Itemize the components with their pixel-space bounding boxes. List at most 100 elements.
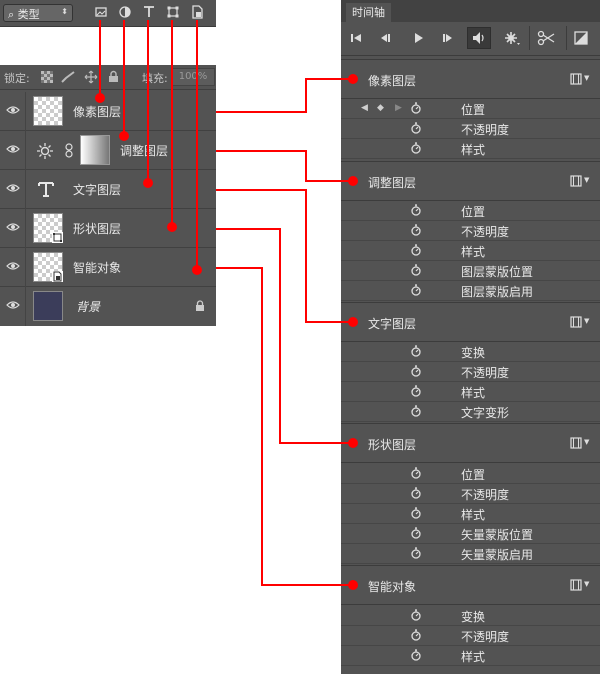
layers-panel: ⌕ 类型 ⬍ 锁定: 填充: 100% 像素图层 调整图层 文字 bbox=[0, 0, 216, 326]
stopwatch-icon[interactable] bbox=[410, 507, 422, 519]
pixel-filter-icon[interactable] bbox=[94, 5, 108, 19]
eye-icon[interactable] bbox=[6, 300, 20, 310]
annotation-dot bbox=[119, 131, 129, 141]
timeline-property-row[interactable]: 矢量蒙版启用 bbox=[341, 544, 600, 564]
property-name: 不透明度 bbox=[461, 488, 510, 502]
timeline-property-row[interactable]: 样式 bbox=[341, 504, 600, 524]
timeline-property-row[interactable]: 不透明度 bbox=[341, 484, 600, 504]
eye-icon[interactable] bbox=[6, 183, 20, 193]
scissors-icon[interactable] bbox=[537, 30, 557, 46]
annotation-dot bbox=[348, 317, 358, 327]
property-name: 样式 bbox=[461, 508, 486, 522]
eye-icon[interactable] bbox=[6, 105, 20, 115]
stopwatch-icon[interactable] bbox=[410, 224, 422, 236]
gear-icon[interactable] bbox=[503, 30, 521, 46]
timeline-tab[interactable]: 时间轴 bbox=[346, 3, 391, 22]
timeline-group-text[interactable]: 文字图层 ▼ bbox=[341, 302, 600, 342]
previous-frame-icon[interactable] bbox=[376, 30, 394, 46]
chain-link-icon[interactable] bbox=[65, 143, 73, 158]
stopwatch-icon[interactable] bbox=[410, 142, 422, 154]
eye-icon[interactable] bbox=[6, 222, 20, 232]
layer-row-pixel[interactable]: 像素图层 bbox=[0, 92, 216, 131]
dropdown-icon[interactable]: ▼ bbox=[584, 317, 590, 325]
transition-icon[interactable] bbox=[572, 30, 590, 46]
speaker-icon bbox=[473, 32, 484, 44]
previous-keyframe-icon[interactable]: ◀ bbox=[361, 103, 368, 113]
lock-transparent-icon[interactable] bbox=[41, 71, 53, 83]
stopwatch-icon[interactable] bbox=[410, 345, 422, 357]
timeline-property-row[interactable]: 样式 bbox=[341, 241, 600, 261]
timeline-property-row[interactable]: 矢量蒙版位置 bbox=[341, 524, 600, 544]
brush-lock-icon[interactable] bbox=[61, 71, 75, 83]
timeline-property-row[interactable]: 图层蒙版位置 bbox=[341, 261, 600, 281]
dropdown-icon[interactable]: ▼ bbox=[584, 74, 590, 82]
stopwatch-icon[interactable] bbox=[410, 244, 422, 256]
stopwatch-icon[interactable] bbox=[410, 649, 422, 661]
timeline-property-row[interactable]: 不透明度 bbox=[341, 626, 600, 646]
dropdown-icon[interactable]: ▼ bbox=[584, 580, 590, 588]
adjustment-filter-icon[interactable] bbox=[118, 5, 132, 19]
film-strip-icon[interactable] bbox=[570, 437, 582, 449]
layer-row-background[interactable]: 背景 bbox=[0, 287, 216, 326]
move-lock-icon[interactable] bbox=[84, 70, 98, 84]
property-name: 不透明度 bbox=[461, 630, 510, 644]
layer-row-smart-object[interactable]: 智能对象 bbox=[0, 248, 216, 287]
shape-filter-icon[interactable] bbox=[166, 5, 180, 19]
stopwatch-icon[interactable] bbox=[410, 467, 422, 479]
timeline-property-row[interactable]: 变换 bbox=[341, 342, 600, 362]
timeline-group-adjustment[interactable]: 调整图层 ▼ bbox=[341, 161, 600, 201]
eye-icon[interactable] bbox=[6, 261, 20, 271]
stopwatch-icon[interactable] bbox=[410, 122, 422, 134]
timeline-group-pixel[interactable]: 像素图层 ▼ bbox=[341, 59, 600, 99]
dropdown-icon[interactable]: ▼ bbox=[584, 438, 590, 446]
filter-kind-select[interactable]: ⌕ 类型 ⬍ bbox=[3, 4, 73, 22]
go-to-first-frame-icon[interactable] bbox=[347, 30, 365, 46]
next-frame-icon[interactable] bbox=[439, 30, 457, 46]
film-strip-icon[interactable] bbox=[570, 73, 582, 85]
next-keyframe-icon[interactable]: ▶ bbox=[395, 103, 402, 113]
timeline-property-row[interactable]: 不透明度 bbox=[341, 119, 600, 139]
dropdown-icon[interactable]: ▼ bbox=[584, 176, 590, 184]
film-strip-icon[interactable] bbox=[570, 316, 582, 328]
stopwatch-icon[interactable] bbox=[410, 264, 422, 276]
timeline-property-row[interactable]: 文字变形 bbox=[341, 402, 600, 422]
stopwatch-icon[interactable] bbox=[410, 405, 422, 417]
type-filter-icon[interactable] bbox=[142, 5, 156, 19]
timeline-property-row[interactable]: 样式 bbox=[341, 382, 600, 402]
timeline-property-row[interactable]: ◀ ◆ ▶ 位置 bbox=[341, 99, 600, 119]
stopwatch-icon[interactable] bbox=[410, 102, 422, 114]
timeline-group-shape[interactable]: 形状图层 ▼ bbox=[341, 423, 600, 463]
timeline-group-smart-object[interactable]: 智能对象 ▼ bbox=[341, 565, 600, 605]
timeline-property-row[interactable]: 位置 bbox=[341, 201, 600, 221]
smart-object-badge-icon bbox=[52, 271, 63, 282]
timeline-property-row[interactable]: 不透明度 bbox=[341, 221, 600, 241]
timeline-property-row[interactable]: 样式 bbox=[341, 139, 600, 159]
play-icon[interactable] bbox=[409, 30, 427, 46]
film-strip-icon[interactable] bbox=[570, 175, 582, 187]
timeline-property-row[interactable]: 样式 bbox=[341, 646, 600, 666]
add-keyframe-icon[interactable]: ◆ bbox=[377, 103, 384, 113]
stopwatch-icon[interactable] bbox=[410, 629, 422, 641]
film-strip-icon[interactable] bbox=[570, 579, 582, 591]
stopwatch-icon[interactable] bbox=[410, 284, 422, 296]
timeline-property-row[interactable]: 位置 bbox=[341, 464, 600, 484]
stopwatch-icon[interactable] bbox=[410, 609, 422, 621]
lock-icon[interactable] bbox=[195, 300, 205, 312]
timeline-property-row[interactable]: 不透明度 bbox=[341, 362, 600, 382]
divider bbox=[25, 248, 26, 287]
layer-row-text[interactable]: 文字图层 bbox=[0, 170, 216, 209]
timeline-property-row[interactable]: 图层蒙版启用 bbox=[341, 281, 600, 301]
smart-object-filter-icon[interactable] bbox=[190, 5, 204, 19]
layer-row-adjustment[interactable]: 调整图层 bbox=[0, 131, 216, 170]
stopwatch-icon[interactable] bbox=[410, 365, 422, 377]
stopwatch-icon[interactable] bbox=[410, 204, 422, 216]
stopwatch-icon[interactable] bbox=[410, 547, 422, 559]
timeline-property-row[interactable]: 变换 bbox=[341, 606, 600, 626]
audio-toggle[interactable] bbox=[467, 27, 491, 49]
stopwatch-icon[interactable] bbox=[410, 487, 422, 499]
stopwatch-icon[interactable] bbox=[410, 527, 422, 539]
eye-icon[interactable] bbox=[6, 144, 20, 154]
stopwatch-icon[interactable] bbox=[410, 385, 422, 397]
lock-all-icon[interactable] bbox=[108, 70, 119, 83]
layer-row-shape[interactable]: 形状图层 bbox=[0, 209, 216, 248]
